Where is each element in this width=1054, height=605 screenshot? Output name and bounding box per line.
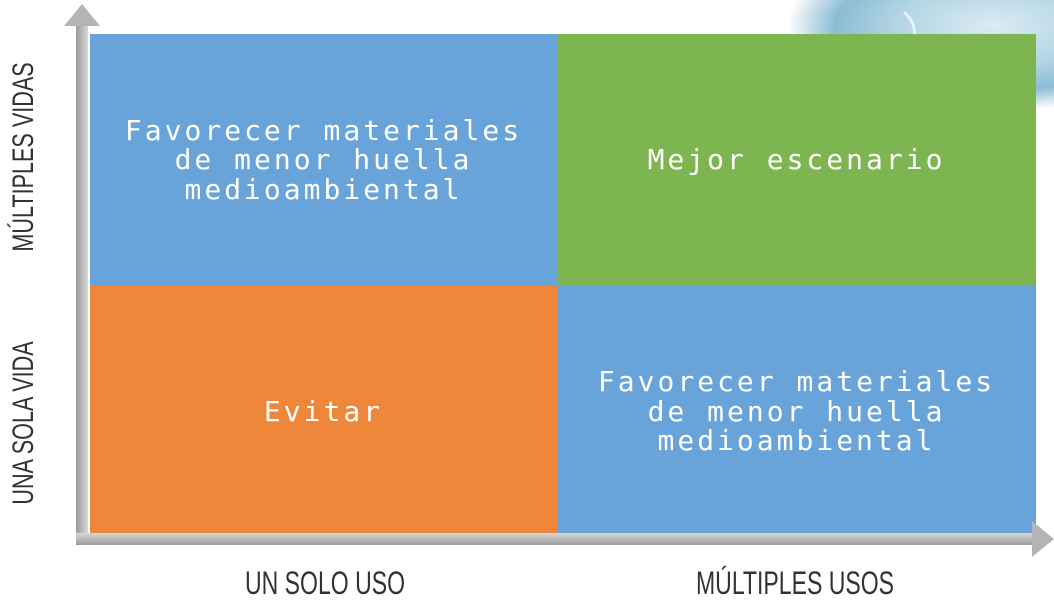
quadrant-bottom-right: Favorecer materiales de menor huella med…	[557, 286, 1036, 537]
y-axis-label-bottom: UNA SOLA VIDA	[7, 341, 40, 505]
x-axis-bar	[76, 533, 1036, 545]
quadrant-top-left: Favorecer materiales de menor huella med…	[90, 34, 557, 286]
quadrant-top-right-text: Mejor escenario	[647, 143, 946, 177]
quadrant-bottom-right-text: Favorecer materiales de menor huella med…	[597, 365, 996, 458]
quadrant-text-line: de menor huella	[647, 394, 946, 428]
quadrant-text-line: Mejor escenario	[647, 143, 946, 177]
x-axis-arrow-icon	[1032, 521, 1054, 557]
quadrant-text-line: medioambiental	[657, 424, 936, 458]
quadrant-bottom-left: Evitar	[90, 286, 557, 537]
quadrant-top-right: Mejor escenario	[557, 34, 1036, 286]
quadrant-text-line: medioambiental	[184, 172, 463, 206]
quadrant-bottom-left-text: Evitar	[263, 394, 384, 428]
quadrant-text-line: Favorecer materiales	[124, 113, 523, 147]
y-axis-label-top: MÚLTIPLES VIDAS	[7, 62, 40, 252]
x-axis-label-left: UN SOLO USO	[244, 565, 406, 601]
quadrant-text-line: de menor huella	[174, 143, 473, 177]
quadrant-top-left-text: Favorecer materiales de menor huella med…	[124, 113, 523, 206]
y-axis-bar	[76, 22, 88, 542]
y-axis-arrow-icon	[64, 4, 100, 26]
quadrant-text-line: Evitar	[263, 394, 384, 428]
quadrant-text-line: Favorecer materiales	[597, 365, 996, 399]
x-axis-label-right: MÚLTIPLES USOS	[695, 565, 895, 601]
